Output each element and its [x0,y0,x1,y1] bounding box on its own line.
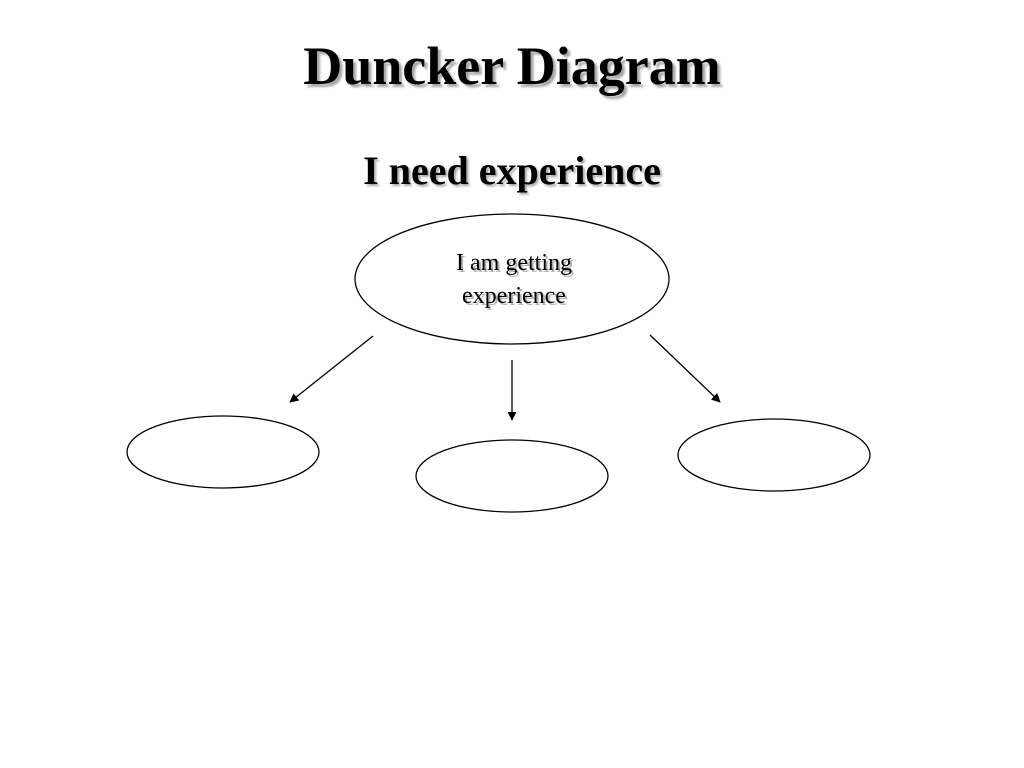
root-node-label-line-1: I am getting [456,250,572,276]
root-node-label-shadow-line-2: experience [464,285,568,311]
root-node-ellipse [354,213,670,345]
arrow-left [289,335,374,403]
child-node-center [415,439,609,513]
slide-title: Duncker Diagram [303,36,721,96]
arrow-right [649,334,721,403]
child-node-right [677,418,871,492]
root-node-label-shadow-line-1: I am getting [458,252,574,278]
child-node-left-ellipse [126,415,320,489]
child-node-right-ellipse [677,418,871,492]
child-node-left [126,415,320,489]
root-node: I am getting experience I am getting exp… [354,213,670,345]
child-node-center-ellipse [415,439,609,513]
slide-subtitle: I need experience [363,148,661,193]
root-node-label-line-2: experience [462,283,566,309]
